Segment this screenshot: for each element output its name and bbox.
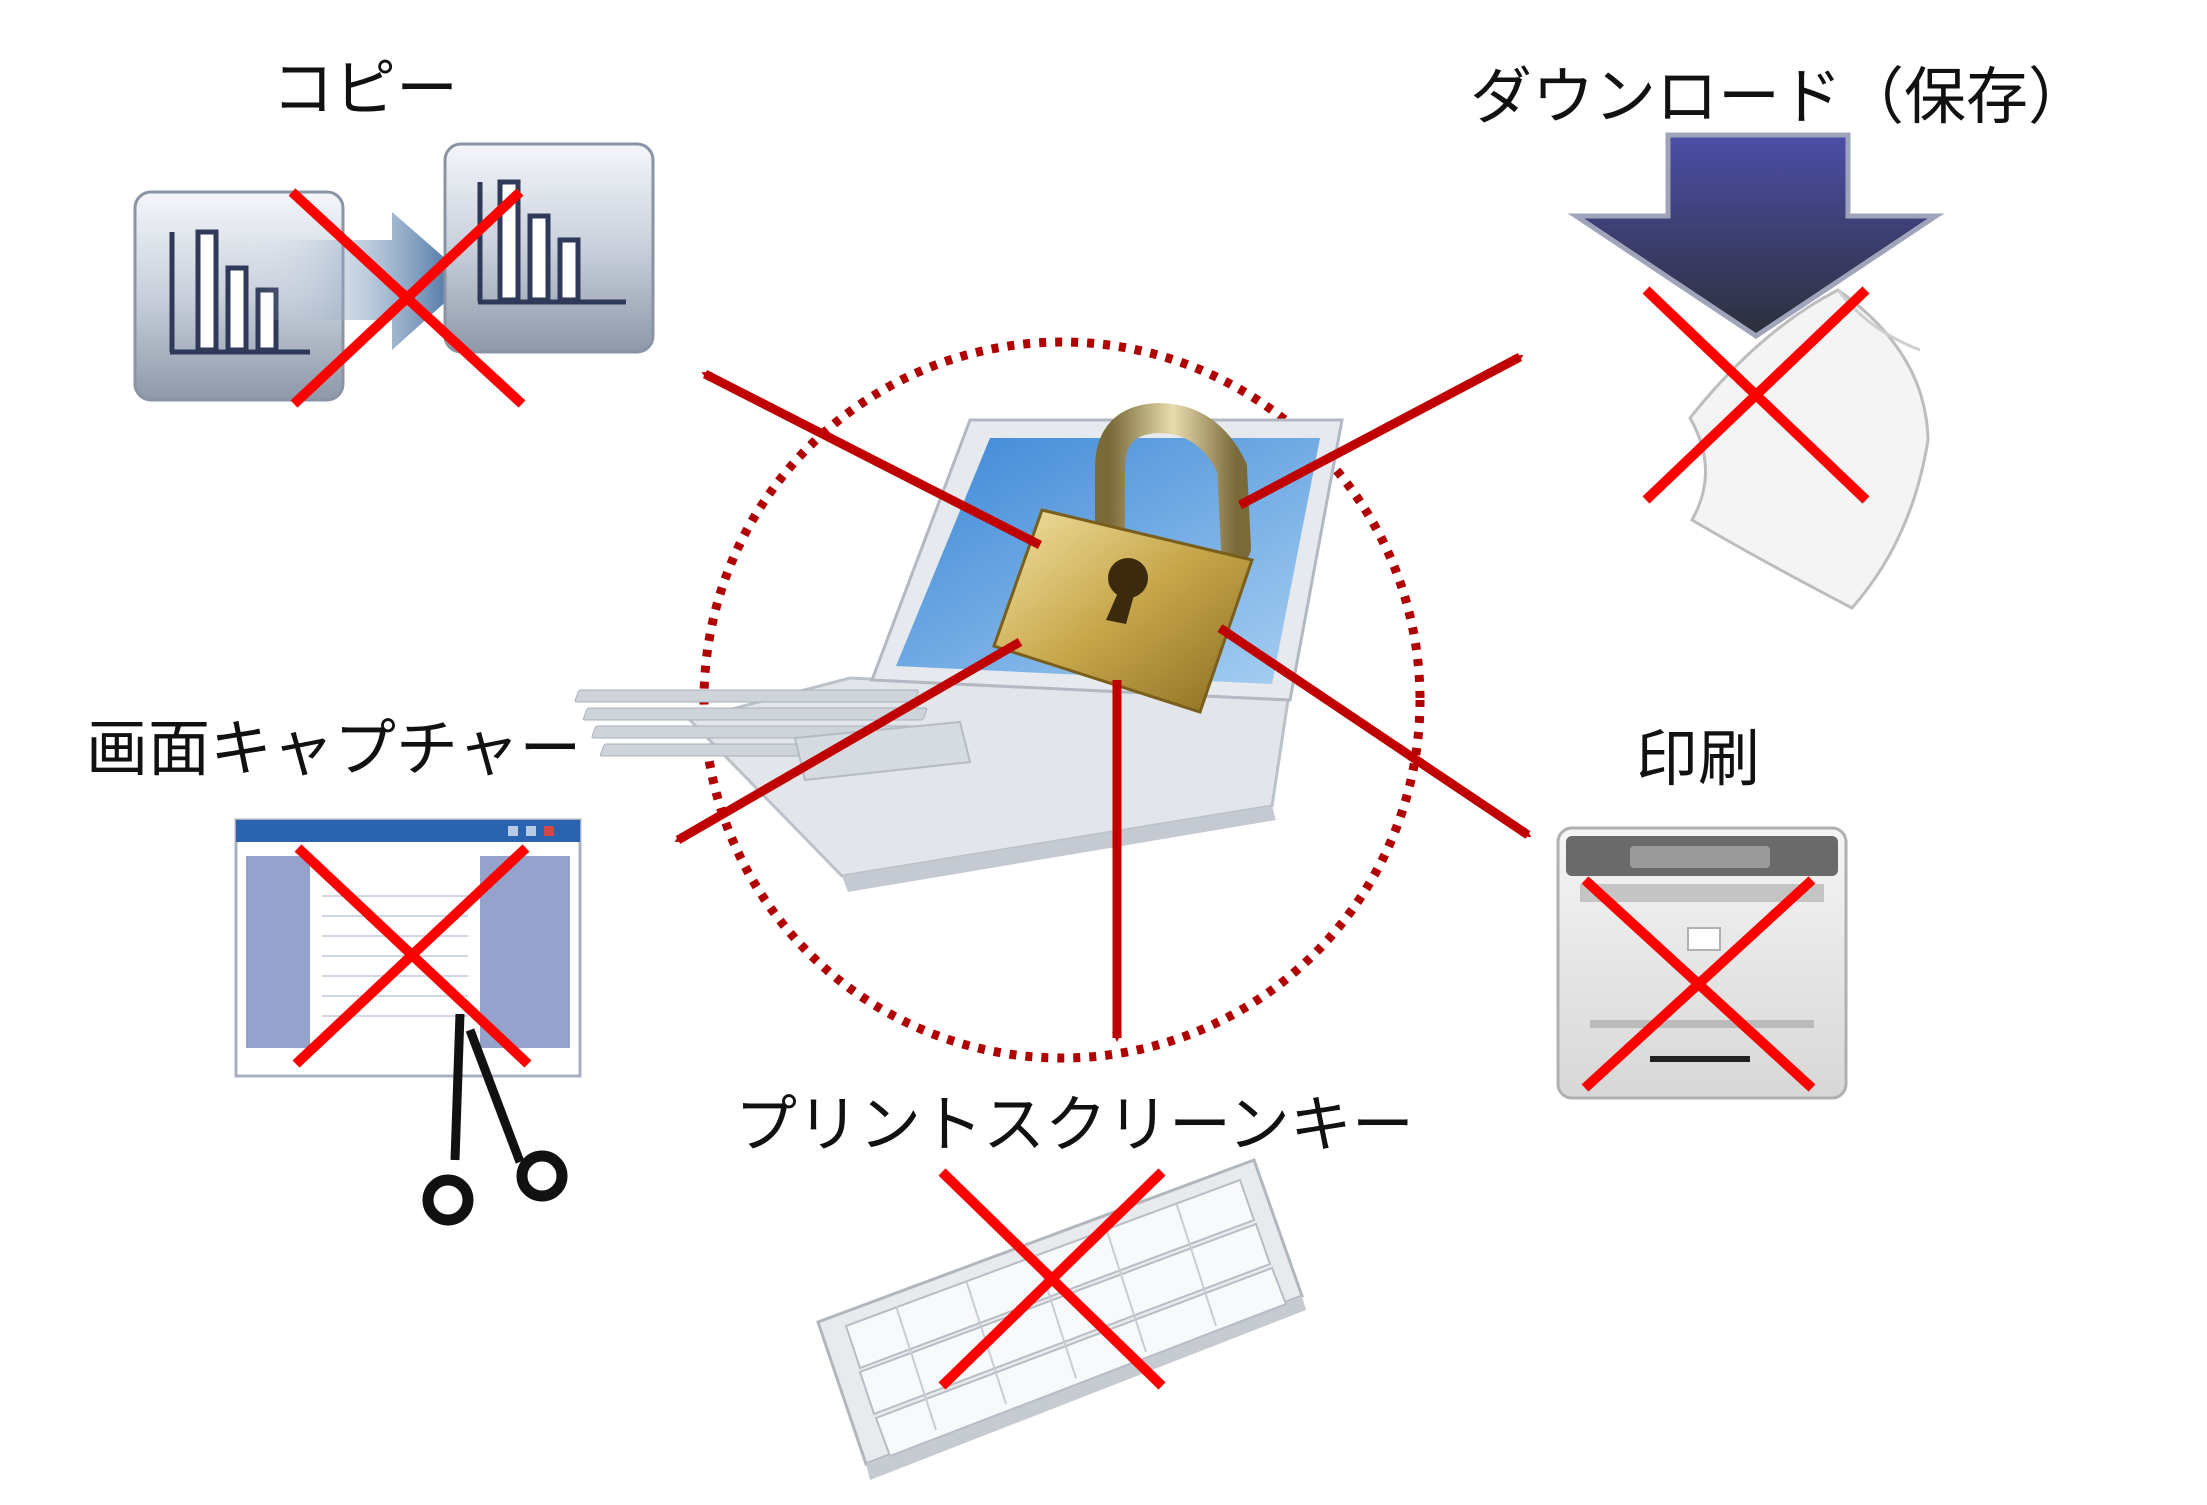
copy-chart-icon: [133, 142, 655, 402]
scissors-icon: [422, 1013, 568, 1226]
capture-blocked-cross: [292, 844, 532, 1068]
printer-icon: [1556, 826, 1848, 1100]
label-download: ダウンロード（保存）: [1470, 60, 2091, 133]
print-screen-blocked-cross: [938, 1168, 1166, 1390]
arrow-to-copy: [701, 369, 1043, 550]
padlock-icon: [992, 402, 1254, 714]
download-icon: [1567, 132, 1945, 610]
label-screen-capture: 画面キャプチャー: [86, 712, 582, 785]
arrow-to-capture: [674, 638, 1023, 844]
print-blocked-cross: [1581, 876, 1816, 1092]
copy-blocked-cross: [288, 188, 526, 408]
download-arrow-icon: [1567, 132, 1945, 340]
label-copy: コピー: [272, 52, 459, 125]
arrow-to-download: [1237, 353, 1524, 509]
blocked-arrows: [674, 353, 1532, 1042]
download-blocked-cross: [1642, 286, 1870, 504]
label-print: 印刷: [1636, 722, 1761, 795]
arrow-to-print: [1217, 624, 1532, 839]
label-print-screen-key: プリントスクリーンキー: [735, 1088, 1414, 1161]
keyboard-icon: [816, 1158, 1306, 1480]
